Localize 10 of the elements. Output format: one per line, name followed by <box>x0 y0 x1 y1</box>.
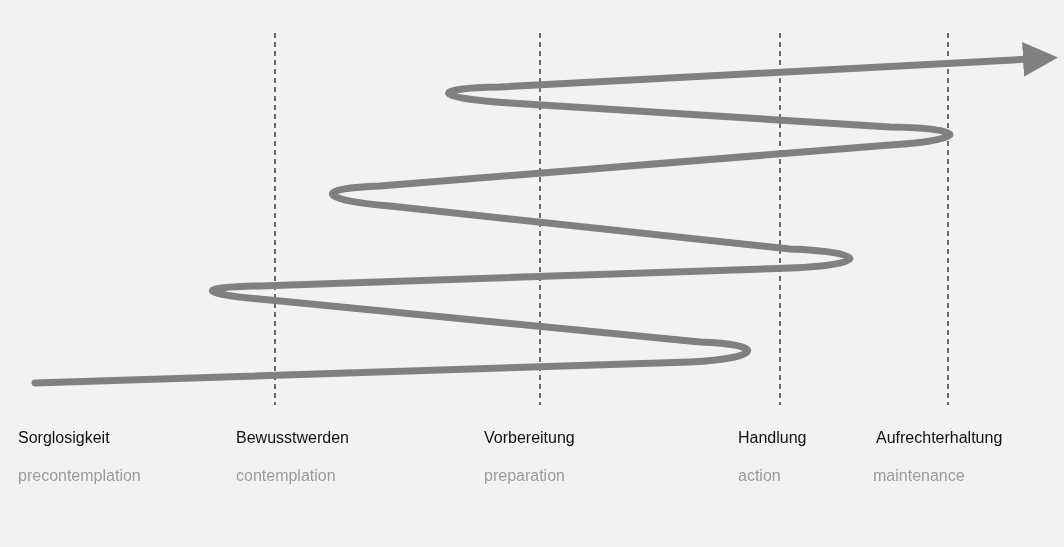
stage-subtitle: maintenance <box>873 466 965 485</box>
stage-subtitle: action <box>738 466 781 485</box>
stage-subtitle: contemplation <box>236 466 336 485</box>
stage-title: Bewusstwerden <box>236 428 349 447</box>
stage-title: Aufrechterhaltung <box>876 428 1003 447</box>
stage-subtitle: preparation <box>484 466 565 485</box>
stage-title: Handlung <box>738 428 807 447</box>
stage-title: Vorbereitung <box>484 428 575 447</box>
stage-title: Sorglosigkeit <box>18 428 110 447</box>
stage-subtitle: precontemplation <box>18 466 141 485</box>
